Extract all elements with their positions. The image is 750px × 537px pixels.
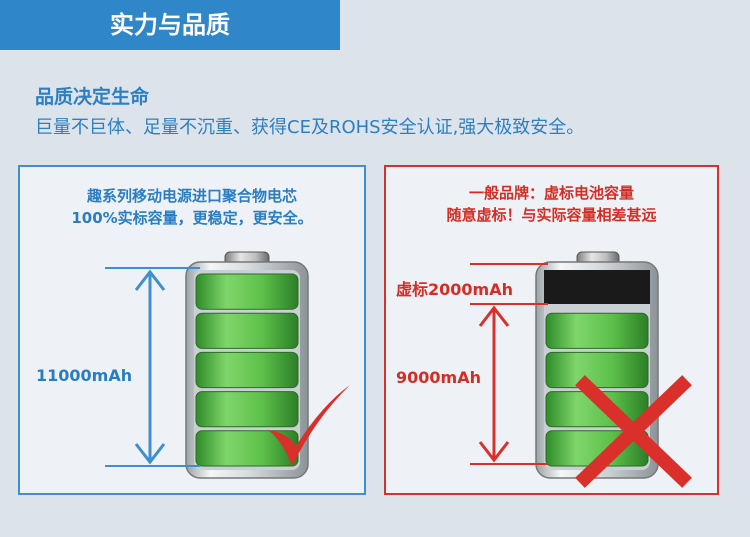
cross-icon <box>575 375 692 488</box>
false-capacity-label: 虚标2000mAh <box>396 280 513 299</box>
check-icon <box>268 385 350 466</box>
genuine-heading-line2: 100%实标容量，更稳定，更安全。 <box>71 209 313 227</box>
fake-heading-line1: 一般品牌：虚标电池容量 <box>468 184 634 202</box>
full-battery-icon <box>185 251 309 479</box>
genuine-capacity-label: 11000mAh <box>36 366 133 385</box>
fake-heading-line2: 随意虚标！与实际容量相差甚远 <box>446 206 657 224</box>
battery-cell <box>545 312 649 349</box>
section-title: 实力与品质 <box>110 11 230 39</box>
genuine-capacity-arrow <box>105 267 200 467</box>
battery-cell <box>195 391 299 428</box>
genuine-heading-line1: 趣系列移动电源进口聚合物电芯 <box>86 187 297 205</box>
battery-cell <box>195 351 299 389</box>
real-capacity-label: 9000mAh <box>396 368 481 387</box>
battery-cell <box>545 351 649 389</box>
quality-heading: 品质决定生命 <box>35 86 150 108</box>
quality-description: 巨量不巨体、足量不沉重、获得CE及ROHS安全认证,强大极致安全。 <box>35 117 585 138</box>
fake-capacity-arrow <box>470 263 548 465</box>
section-banner <box>0 0 340 50</box>
battery-cell <box>195 273 299 310</box>
battery-cell <box>195 312 299 349</box>
